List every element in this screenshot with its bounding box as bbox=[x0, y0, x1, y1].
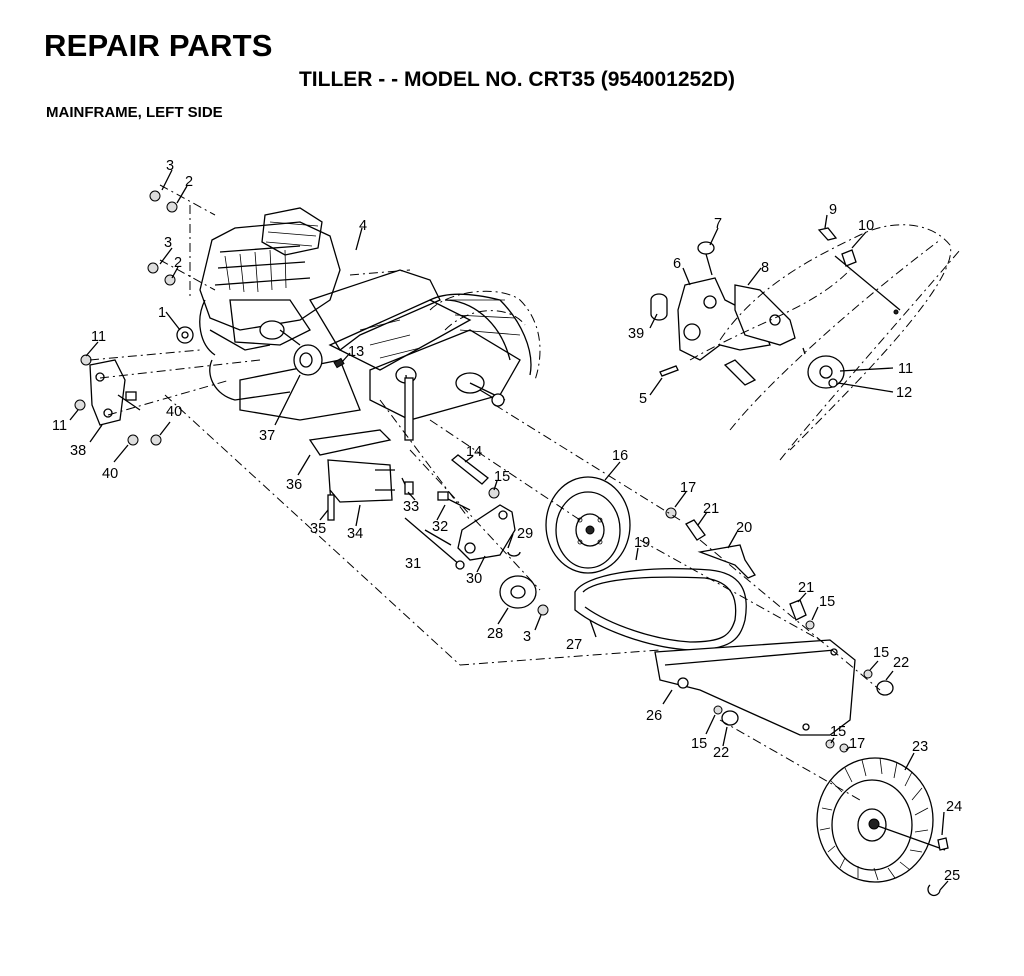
callout-14: 14 bbox=[466, 444, 482, 460]
callout-8: 8 bbox=[761, 260, 769, 276]
callout-1: 1 bbox=[158, 305, 166, 321]
callout-4: 4 bbox=[359, 218, 367, 234]
callout-15: 15 bbox=[494, 469, 510, 485]
callout-29: 29 bbox=[517, 526, 533, 542]
callout-3: 3 bbox=[166, 158, 174, 174]
callout-17: 17 bbox=[849, 736, 865, 752]
section-title: MAINFRAME, LEFT SIDE bbox=[46, 104, 223, 121]
callout-16: 16 bbox=[612, 448, 628, 464]
callout-33: 33 bbox=[403, 499, 419, 515]
callout-38: 38 bbox=[70, 443, 86, 459]
callout-3: 3 bbox=[164, 235, 172, 251]
callout-20: 20 bbox=[736, 520, 752, 536]
engine-illustration bbox=[199, 207, 341, 401]
callout-28: 28 bbox=[487, 626, 503, 642]
callout-15: 15 bbox=[873, 645, 889, 661]
callout-40: 40 bbox=[102, 466, 118, 482]
callout-15: 15 bbox=[819, 594, 835, 610]
callout-40: 40 bbox=[166, 404, 182, 420]
callout-11: 11 bbox=[898, 361, 913, 377]
pulley-16-illustration bbox=[450, 454, 631, 574]
callout-35: 35 bbox=[310, 521, 326, 537]
callout-22: 22 bbox=[713, 745, 729, 761]
callout-3: 3 bbox=[523, 629, 531, 645]
callout-37: 37 bbox=[259, 428, 275, 444]
callout-11: 11 bbox=[52, 418, 67, 434]
callout-39: 39 bbox=[628, 326, 644, 342]
idler-bracket-illustration bbox=[457, 504, 549, 616]
callout-27: 27 bbox=[566, 637, 582, 653]
callout-32: 32 bbox=[432, 519, 448, 535]
callout-5: 5 bbox=[639, 391, 647, 407]
callout-31: 31 bbox=[405, 556, 421, 572]
callout-12: 12 bbox=[896, 385, 912, 401]
left-bracket-illustration bbox=[74, 190, 194, 446]
mainframe-illustration bbox=[239, 269, 532, 441]
callout-13: 13 bbox=[348, 344, 364, 360]
bracket-detail-illustration bbox=[650, 224, 961, 461]
callout-10: 10 bbox=[858, 218, 874, 234]
callout-23: 23 bbox=[912, 739, 928, 755]
callout-15: 15 bbox=[830, 724, 846, 740]
callout-21: 21 bbox=[798, 580, 814, 596]
callout-15: 15 bbox=[691, 736, 707, 752]
callout-30: 30 bbox=[466, 571, 482, 587]
callout-22: 22 bbox=[893, 655, 909, 671]
callout-17: 17 bbox=[680, 480, 696, 496]
callout-19: 19 bbox=[634, 535, 650, 551]
callout-9: 9 bbox=[829, 202, 837, 218]
callout-2: 2 bbox=[174, 255, 182, 271]
callout-21: 21 bbox=[703, 501, 719, 517]
callout-11: 11 bbox=[91, 329, 106, 345]
callout-34: 34 bbox=[347, 526, 363, 542]
bracket-36-illustration bbox=[308, 429, 471, 570]
callout-2: 2 bbox=[185, 174, 193, 190]
callout-6: 6 bbox=[673, 256, 681, 272]
leader-lines bbox=[69, 169, 949, 891]
callout-26: 26 bbox=[646, 708, 662, 724]
tines-illustration bbox=[429, 290, 541, 381]
callout-7: 7 bbox=[714, 216, 722, 232]
callout-24: 24 bbox=[946, 799, 962, 815]
wheel-illustration bbox=[816, 757, 949, 897]
callout-36: 36 bbox=[286, 477, 302, 493]
assembly-lines bbox=[89, 184, 881, 801]
callout-25: 25 bbox=[944, 868, 960, 884]
callout-labels: 3 2 3 2 1 4 7 6 8 9 10 39 5 11 12 11 11 … bbox=[52, 158, 962, 884]
model-subtitle: TILLER - - MODEL NO. CRT35 (954001252D) bbox=[298, 68, 736, 91]
belt-and-guard-illustration bbox=[574, 568, 856, 736]
page-title: REPAIR PARTS bbox=[44, 28, 273, 63]
engine-pulley-illustration bbox=[293, 344, 345, 376]
